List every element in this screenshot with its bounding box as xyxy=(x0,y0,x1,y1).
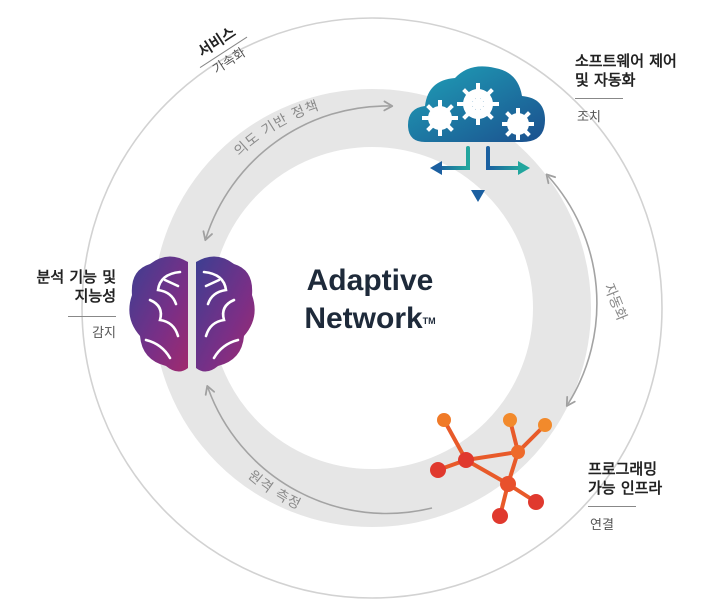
cloud-gears-icon xyxy=(408,66,545,202)
center-title-line2: NetworkTM xyxy=(304,302,436,335)
center-title: Adaptive NetworkTM xyxy=(290,262,450,338)
analytics-title-line2: 지능성 xyxy=(74,287,116,305)
programmable-title: 프로그래밍 가능 인프라 xyxy=(588,460,662,498)
analytics-divider xyxy=(68,316,116,317)
analytics-subtitle: 감지 xyxy=(92,326,116,341)
software-title-line2: 및 자동화 xyxy=(575,71,636,89)
programmable-subtitle: 연결 xyxy=(590,518,614,533)
software-title: 소프트웨어 제어 및 자동화 xyxy=(575,52,677,90)
software-subtitle: 조치 xyxy=(577,110,601,125)
brain-icon xyxy=(129,256,255,372)
analytics-title: 분석 기능 및 지능성 xyxy=(8,268,116,306)
software-title-line1: 소프트웨어 제어 xyxy=(575,52,677,70)
outer-ring xyxy=(81,17,663,599)
arrow-intent-policy xyxy=(202,100,394,242)
software-divider xyxy=(575,98,623,99)
network-nodes-icon xyxy=(430,413,552,524)
programmable-divider xyxy=(588,506,636,507)
center-title-line1: Adaptive xyxy=(306,264,434,297)
trademark-mark: TM xyxy=(422,316,436,326)
programmable-title-line1: 프로그래밍 xyxy=(588,460,658,478)
analytics-title-line1: 분석 기능 및 xyxy=(36,268,116,286)
arc-label-automation: 자동화 xyxy=(600,282,629,324)
arrow-telemetry xyxy=(204,384,433,515)
programmable-title-line2: 가능 인프라 xyxy=(588,479,663,497)
arrow-automation xyxy=(545,173,598,407)
